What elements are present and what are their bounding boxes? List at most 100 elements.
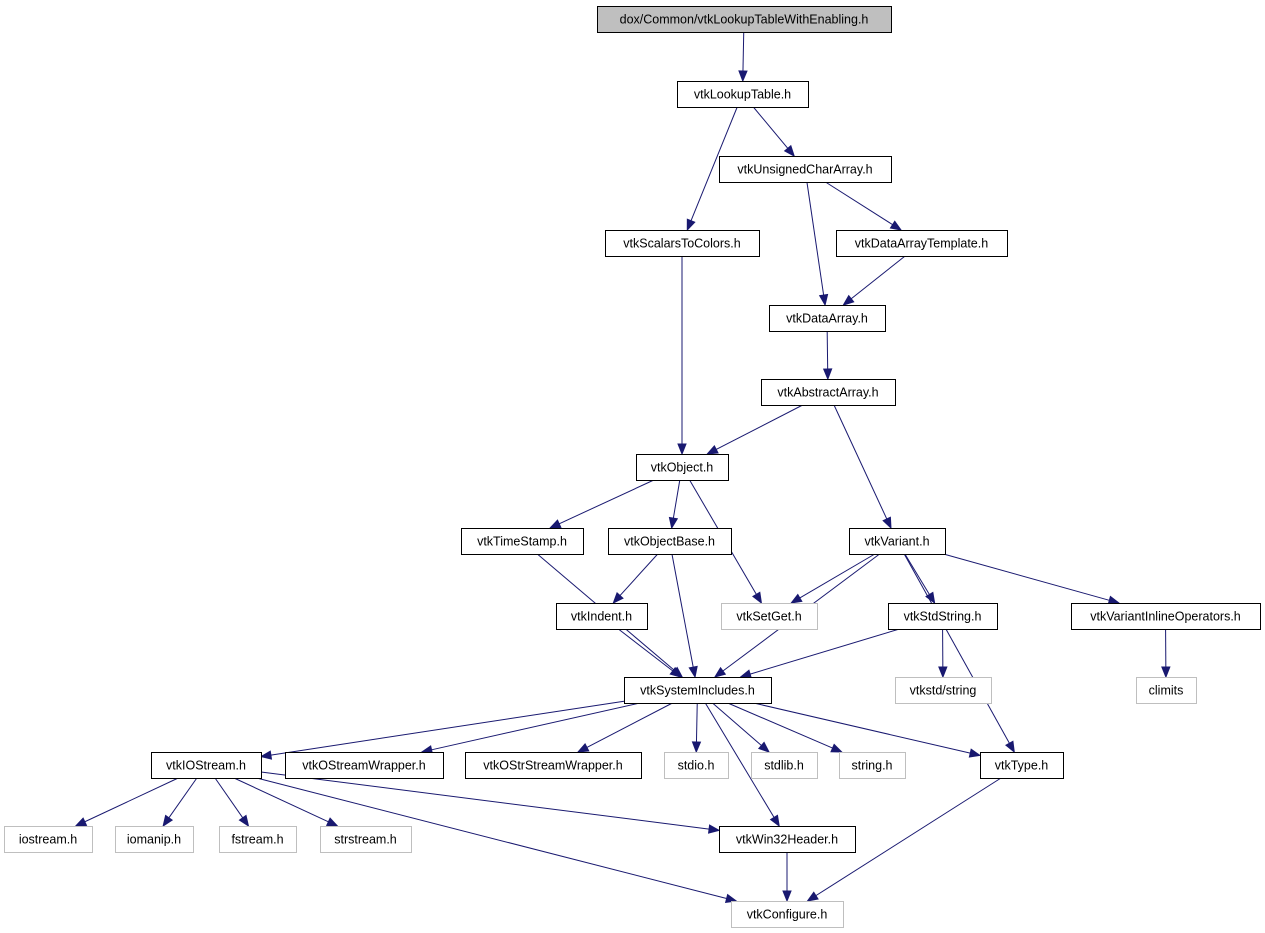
external-header-node: vtkConfigure.h <box>731 901 844 928</box>
external-header-node: stdio.h <box>664 752 729 779</box>
arrowhead-icon <box>707 824 721 834</box>
arrowhead-icon <box>822 368 833 381</box>
node-label: dox/Common/vtkLookupTableWithEnabling.h <box>620 13 869 27</box>
dependency-edge <box>806 181 829 307</box>
node-box <box>769 305 886 332</box>
node-box <box>888 603 998 630</box>
node-label: vtkObject.h <box>651 461 714 475</box>
dependency-edge <box>576 702 673 753</box>
edge-line <box>690 106 738 221</box>
header-node[interactable]: vtkVariantInlineOperators.h <box>1071 603 1261 630</box>
dependency-edge <box>712 702 771 753</box>
header-node[interactable]: vtkLookupTable.h <box>677 81 809 108</box>
node-label: vtkConfigure.h <box>747 908 828 922</box>
node-label: vtkSystemIncludes.h <box>640 684 755 698</box>
header-node[interactable]: vtkObject.h <box>636 454 729 481</box>
header-node[interactable]: vtkScalarsToColors.h <box>605 230 760 257</box>
arrowhead-icon <box>782 890 792 903</box>
external-header-node: vtkstd/string <box>895 677 992 704</box>
dependency-edge <box>825 181 903 231</box>
edge-line <box>695 702 698 743</box>
edge-line <box>904 553 930 595</box>
dependency-edge <box>790 553 876 604</box>
node-box <box>761 379 896 406</box>
node-box <box>980 752 1064 779</box>
edge-line <box>799 553 876 599</box>
root-file-node: dox/Common/vtkLookupTableWithEnabling.h <box>597 6 892 33</box>
header-node[interactable]: vtkWin32Header.h <box>719 826 856 853</box>
edge-line <box>825 181 893 226</box>
external-header-node: string.h <box>839 752 906 779</box>
edge-line <box>270 700 625 756</box>
node-box <box>151 752 262 779</box>
dependency-edge <box>833 404 892 530</box>
edge-line <box>826 330 829 370</box>
edge-line <box>214 777 244 819</box>
node-box <box>605 230 760 257</box>
header-node[interactable]: vtkObjectBase.h <box>608 528 732 555</box>
dependency-edge <box>739 628 900 679</box>
arrowhead-icon <box>752 591 763 605</box>
header-node[interactable]: vtkUnsignedCharArray.h <box>719 156 892 183</box>
node-box <box>719 156 892 183</box>
node-label: vtkAbstractArray.h <box>777 386 878 400</box>
node-label: vtkIOStream.h <box>166 759 246 773</box>
header-node[interactable]: vtkVariant.h <box>849 528 946 555</box>
dependency-edge <box>938 628 948 679</box>
external-header-node: fstream.h <box>219 826 297 853</box>
node-label: vtkObjectBase.h <box>624 535 715 549</box>
node-box <box>664 752 729 779</box>
dependency-edge <box>727 702 843 753</box>
node-label: vtkDataArrayTemplate.h <box>855 237 988 251</box>
arrowhead-icon <box>738 70 748 83</box>
header-node[interactable]: vtkType.h <box>980 752 1064 779</box>
node-box <box>895 677 992 704</box>
node-box <box>461 528 584 555</box>
external-header-node: iostream.h <box>4 826 93 853</box>
edge-line <box>749 628 900 675</box>
dependency-edge <box>691 702 702 754</box>
node-box <box>320 826 412 853</box>
dependency-edge <box>782 852 792 903</box>
arrowhead-icon <box>739 669 752 679</box>
dependency-edge <box>162 777 198 828</box>
dependency-edge <box>256 777 738 903</box>
header-node[interactable]: vtkSystemIncludes.h <box>624 677 772 704</box>
node-box <box>465 752 642 779</box>
dependency-edge <box>548 479 655 529</box>
dependency-edge <box>943 553 1121 605</box>
header-node[interactable]: vtkTimeStamp.h <box>461 528 584 555</box>
arrowhead-icon <box>882 516 892 530</box>
arrowhead-icon <box>1005 740 1015 754</box>
header-node[interactable]: vtkStdString.h <box>888 603 998 630</box>
header-node[interactable]: vtkOStreamWrapper.h <box>285 752 444 779</box>
dependency-edge <box>677 256 687 456</box>
header-node[interactable]: vtkIndent.h <box>556 603 648 630</box>
header-node[interactable]: vtkAbstractArray.h <box>761 379 896 406</box>
node-label: vtkVariantInlineOperators.h <box>1090 610 1241 624</box>
dependency-edge <box>753 702 982 758</box>
node-box <box>597 6 892 33</box>
arrowhead-icon <box>688 665 698 679</box>
header-node[interactable]: vtkOStrStreamWrapper.h <box>465 752 642 779</box>
node-label: vtkLookupTable.h <box>694 88 791 102</box>
dependency-edge <box>903 553 1015 754</box>
header-node[interactable]: vtkIOStream.h <box>151 752 262 779</box>
node-box <box>839 752 906 779</box>
node-box <box>731 901 844 928</box>
node-label: vtkIndent.h <box>571 610 632 624</box>
arrowhead-icon <box>769 814 780 828</box>
arrowhead-icon <box>74 817 88 827</box>
header-node[interactable]: vtkDataArrayTemplate.h <box>836 230 1008 257</box>
arrowhead-icon <box>724 893 738 903</box>
header-node[interactable]: vtkDataArray.h <box>769 305 886 332</box>
node-box <box>677 81 809 108</box>
dependency-edge <box>612 553 659 604</box>
arrowhead-icon <box>968 748 982 758</box>
node-box <box>721 603 818 630</box>
edge-line <box>260 771 710 830</box>
node-box <box>636 454 729 481</box>
edge-line <box>806 181 825 296</box>
dependency-edge <box>260 771 721 834</box>
